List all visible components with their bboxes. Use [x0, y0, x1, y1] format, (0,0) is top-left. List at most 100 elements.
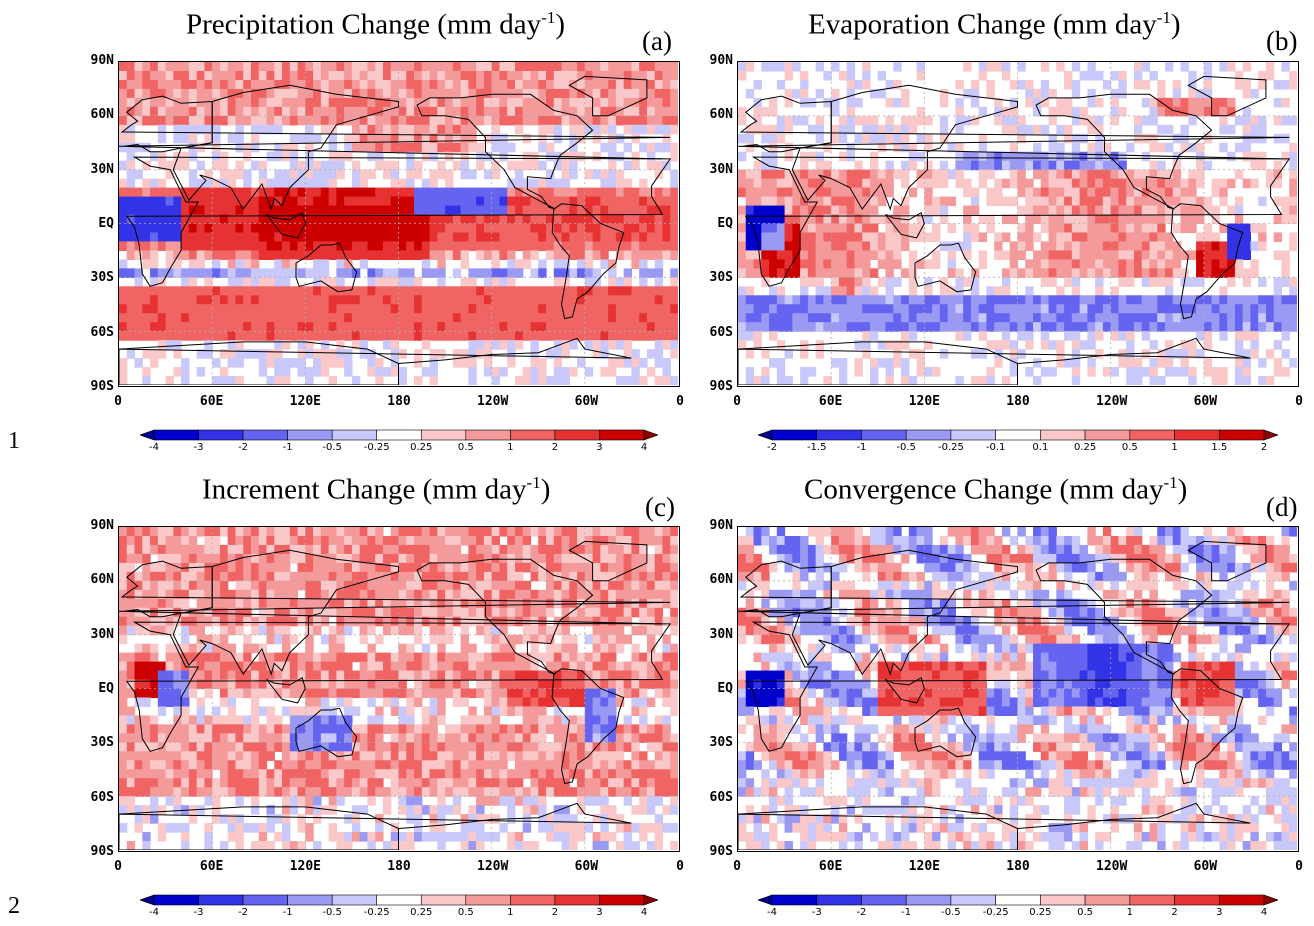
field-cell: [414, 241, 423, 252]
field-cell: [437, 106, 446, 117]
lon-tick-label: 0: [114, 394, 122, 409]
field-cell: [654, 322, 664, 332]
colorbar-arrow-high: [1263, 429, 1278, 441]
field-cell: [142, 286, 151, 296]
colorbar-arrow-low: [140, 429, 155, 441]
field-cell: [181, 634, 190, 645]
field-cell: [305, 106, 314, 117]
field-cell: [1281, 277, 1290, 287]
field-cell: [1157, 376, 1166, 385]
field-cell: [1188, 367, 1197, 377]
field-cell: [313, 580, 322, 591]
field-cell: [367, 268, 376, 278]
field-cell: [507, 607, 516, 618]
field-cell: [173, 124, 182, 135]
field-cell: [584, 250, 594, 260]
field-cell: [204, 88, 213, 99]
field-cell: [445, 571, 454, 582]
field-cell: [344, 295, 353, 305]
field-cell: [204, 196, 213, 207]
field-cell: [196, 187, 205, 198]
field-cell: [196, 367, 205, 377]
field-cell: [421, 115, 431, 126]
field-cell: [553, 553, 563, 564]
field-cell: [639, 304, 648, 314]
field-cell: [800, 295, 809, 305]
field-cell: [514, 598, 524, 609]
field-cell: [994, 106, 1003, 117]
field-cell: [305, 598, 314, 609]
field-cell: [282, 223, 291, 234]
field-cell: [1025, 223, 1034, 234]
field-cell: [615, 358, 625, 368]
field-cell: [390, 527, 400, 537]
field-cell: [530, 322, 539, 332]
field-cell: [227, 169, 237, 180]
field-cell: [994, 62, 1003, 72]
field-cell: [328, 133, 337, 144]
field-cell: [600, 643, 609, 654]
field-cell: [421, 205, 431, 216]
panel-a: Precipitation Change (mm day-1) (a): [0, 0, 690, 460]
field-cell: [476, 250, 485, 260]
field-cell: [150, 358, 159, 368]
field-cell: [569, 79, 578, 90]
field-cell: [769, 295, 778, 305]
field-cell: [823, 250, 832, 260]
field-cell: [491, 169, 501, 180]
field-cell: [869, 160, 879, 171]
field-cell: [815, 151, 824, 162]
field-cell: [250, 349, 260, 359]
field-cell: [289, 616, 299, 627]
field-cell: [150, 535, 159, 546]
field-cell: [297, 535, 306, 546]
field-cell: [846, 313, 856, 323]
field-cell: [963, 223, 972, 234]
field-cell: [212, 232, 221, 243]
field-cell: [869, 331, 879, 341]
field-cell: [1196, 106, 1205, 117]
field-cell: [414, 607, 423, 618]
field-cell: [320, 313, 330, 323]
field-cell: [807, 214, 817, 225]
field-cell: [654, 62, 664, 72]
field-cell: [761, 259, 770, 269]
field-cell: [258, 625, 268, 636]
field-cell: [784, 304, 793, 314]
field-cell: [901, 133, 910, 144]
field-cell: [126, 313, 136, 323]
field-cell: [1211, 322, 1220, 332]
field-cell: [561, 268, 570, 278]
field-cell: [1064, 223, 1073, 234]
field-cell: [328, 241, 337, 252]
field-cell: [483, 340, 493, 350]
field-cell: [204, 607, 213, 618]
field-cell: [243, 607, 252, 618]
field-cell: [846, 178, 856, 189]
field-cell: [623, 322, 633, 332]
field-cell: [592, 268, 601, 278]
field-cell: [359, 553, 369, 564]
field-cell: [1265, 313, 1275, 323]
field-cell: [831, 232, 840, 243]
field-cell: [266, 553, 275, 564]
field-cell: [173, 214, 182, 225]
field-cell: [654, 214, 664, 225]
field-cell: [1048, 268, 1057, 278]
field-cell: [561, 62, 570, 72]
field-cell: [445, 151, 454, 162]
field-cell: [258, 313, 268, 323]
field-cell: [351, 322, 361, 332]
field-cell: [142, 196, 151, 207]
field-cell: [600, 250, 609, 260]
field-cell: [1289, 277, 1297, 287]
field-cell: [885, 169, 894, 180]
field-cell: [351, 187, 361, 198]
field-cell: [437, 160, 446, 171]
field-cell: [862, 277, 871, 287]
field-cell: [1234, 79, 1244, 90]
lat-tick-label: 90N: [90, 53, 114, 68]
field-cell: [1203, 304, 1213, 314]
field-cell: [815, 205, 824, 216]
field-cell: [1196, 232, 1205, 243]
